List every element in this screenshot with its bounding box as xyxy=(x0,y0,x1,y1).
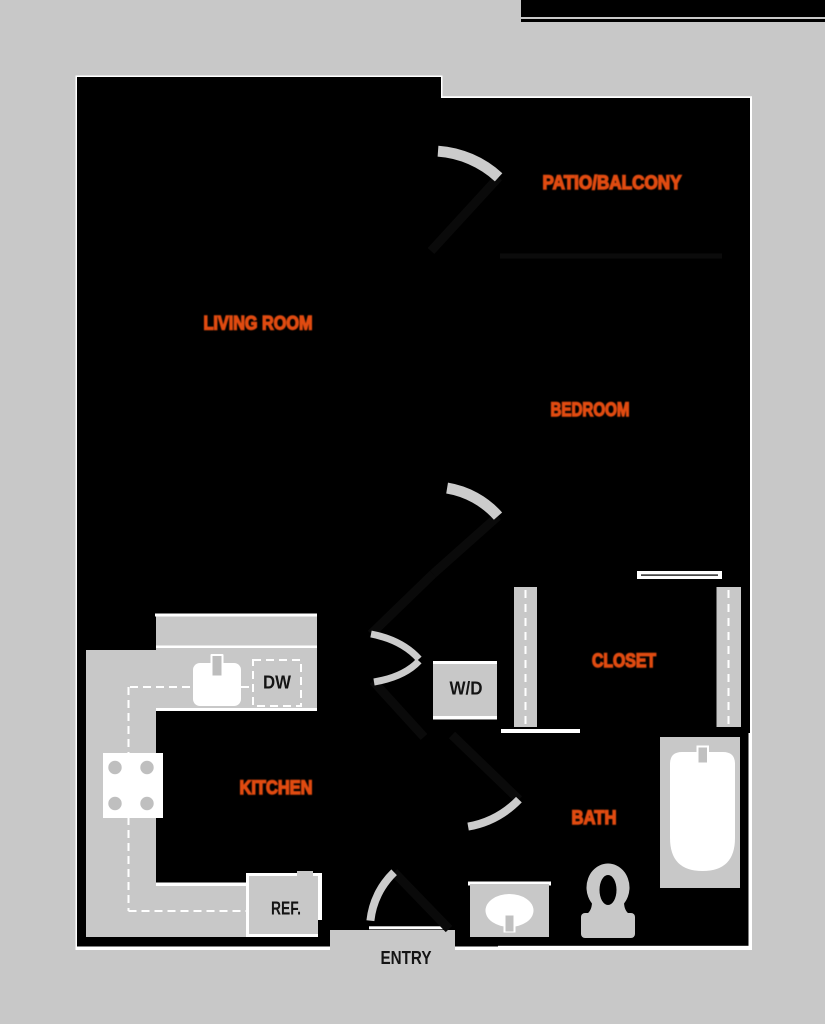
svg-text:PATIO/BALCONY: PATIO/BALCONY xyxy=(543,173,682,194)
svg-text:CLOSET: CLOSET xyxy=(592,651,656,672)
svg-text:DW: DW xyxy=(263,673,291,693)
svg-text:BEDROOM: BEDROOM xyxy=(551,400,630,421)
svg-text:KITCHEN: KITCHEN xyxy=(240,778,313,799)
svg-text:ENTRY: ENTRY xyxy=(381,948,432,968)
svg-text:BATH: BATH xyxy=(572,808,617,829)
svg-text:REF.: REF. xyxy=(271,899,301,919)
svg-text:W/D: W/D xyxy=(450,679,483,699)
svg-text:LIVING ROOM: LIVING ROOM xyxy=(204,314,313,335)
